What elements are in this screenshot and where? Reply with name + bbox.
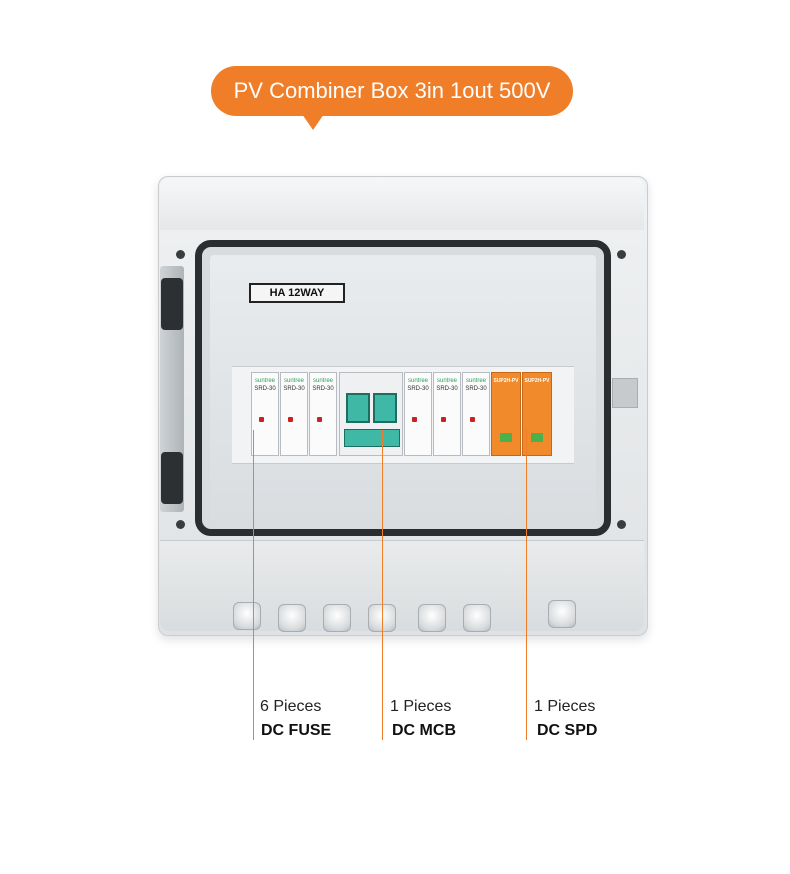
mcb-handle bbox=[373, 393, 397, 423]
product-title: PV Combiner Box 3in 1out 500V bbox=[233, 78, 551, 103]
spd-name: DC SPD bbox=[537, 722, 598, 739]
cable-gland bbox=[418, 604, 446, 632]
dc-fuse-holder: suntree SRD-30 bbox=[433, 372, 461, 456]
spd-model: SUP2H-PV bbox=[493, 378, 519, 384]
mcb-label-base bbox=[344, 429, 400, 447]
door-latch bbox=[612, 378, 638, 408]
fuse-name: DC FUSE bbox=[261, 722, 332, 739]
spd-status-window bbox=[531, 433, 543, 442]
title-bubble: PV Combiner Box 3in 1out 500V bbox=[211, 66, 573, 116]
cable-gland bbox=[463, 604, 491, 632]
dc-fuse-holder: suntree SRD-30 bbox=[462, 372, 490, 456]
fuse-model: SRD-30 bbox=[407, 386, 429, 392]
screw-icon bbox=[176, 520, 185, 529]
dc-spd-pole: SUP2H-PV bbox=[491, 372, 521, 456]
fuse-model: SRD-30 bbox=[465, 386, 487, 392]
fuse-quantity: 6 Pieces bbox=[260, 698, 322, 715]
fuse-leader-line bbox=[253, 430, 254, 740]
cable-gland bbox=[233, 602, 261, 630]
screw-icon bbox=[617, 520, 626, 529]
fuse-indicator-icon bbox=[441, 417, 446, 422]
dc-fuse-holder: suntree SRD-30 bbox=[404, 372, 432, 456]
fuse-brand: suntree bbox=[407, 378, 428, 384]
fuse-indicator-icon bbox=[259, 417, 264, 422]
fuse-brand: suntree bbox=[312, 378, 333, 384]
mcb-quantity: 1 Pieces bbox=[390, 698, 452, 715]
title-bubble-pointer bbox=[302, 114, 324, 130]
dc-fuse-holder: suntree SRD-30 bbox=[251, 372, 279, 456]
fuse-brand: suntree bbox=[465, 378, 486, 384]
hinge-clip-bottom bbox=[161, 452, 183, 504]
fuse-model: SRD-30 bbox=[312, 386, 334, 392]
spd-leader-line bbox=[526, 430, 527, 740]
fuse-brand: suntree bbox=[254, 378, 275, 384]
cable-gland bbox=[278, 604, 306, 632]
fuse-brand: suntree bbox=[283, 378, 304, 384]
dc-fuse-holder: suntree SRD-30 bbox=[309, 372, 337, 456]
dc-fuse-holder: suntree SRD-30 bbox=[280, 372, 308, 456]
cable-gland bbox=[323, 604, 351, 632]
screw-icon bbox=[617, 250, 626, 259]
fuse-model: SRD-30 bbox=[283, 386, 305, 392]
hinge-clip-top bbox=[161, 278, 183, 330]
fuse-brand: suntree bbox=[436, 378, 457, 384]
dc-spd-pole: SUP2H-PV bbox=[522, 372, 552, 456]
screw-icon bbox=[176, 250, 185, 259]
spd-status-window bbox=[500, 433, 512, 442]
cable-gland bbox=[548, 600, 576, 628]
model-label: HA 12WAY bbox=[249, 283, 345, 303]
fuse-model: SRD-30 bbox=[254, 386, 276, 392]
model-label-text: HA 12WAY bbox=[269, 287, 325, 299]
spd-model: SUP2H-PV bbox=[524, 378, 550, 384]
fuse-indicator-icon bbox=[412, 417, 417, 422]
enclosure-top-band bbox=[160, 178, 644, 230]
fuse-indicator-icon bbox=[470, 417, 475, 422]
mcb-name: DC MCB bbox=[392, 722, 456, 739]
fuse-indicator-icon bbox=[317, 417, 322, 422]
dc-mcb bbox=[339, 372, 403, 456]
fuse-indicator-icon bbox=[288, 417, 293, 422]
mcb-handle bbox=[346, 393, 370, 423]
fuse-model: SRD-30 bbox=[436, 386, 458, 392]
mcb-leader-line bbox=[382, 430, 383, 740]
spd-quantity: 1 Pieces bbox=[534, 698, 596, 715]
